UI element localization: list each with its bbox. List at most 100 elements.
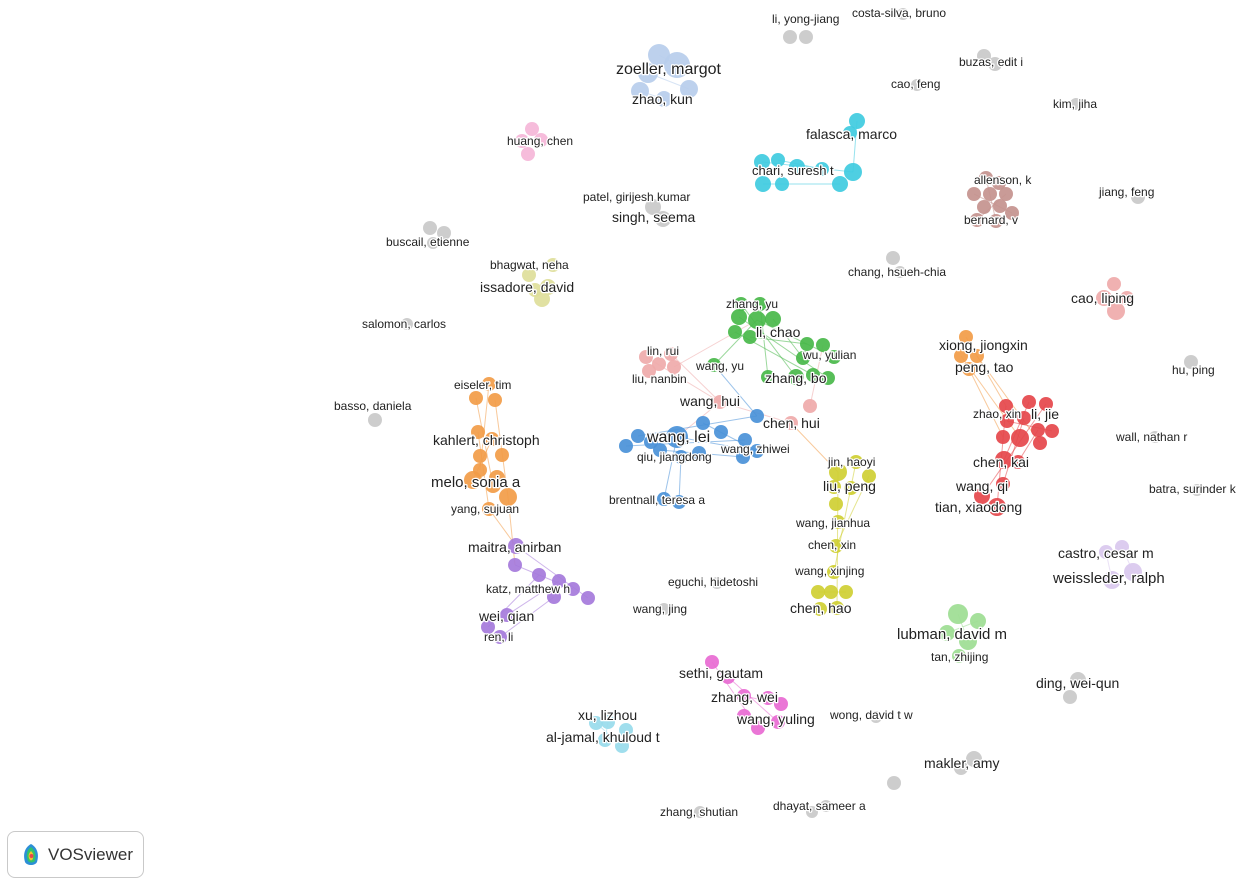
node-label[interactable]: wang, lei (645, 428, 712, 448)
network-node[interactable] (862, 469, 876, 483)
network-node[interactable] (736, 450, 750, 464)
network-node[interactable] (482, 502, 496, 516)
network-node[interactable] (481, 620, 495, 634)
node-label[interactable]: liu, nanbin (631, 371, 688, 388)
node-label[interactable]: jin, haoyi (826, 454, 877, 471)
node-label[interactable]: wang, jing (631, 601, 689, 618)
network-node[interactable] (1070, 98, 1082, 110)
network-node[interactable] (811, 585, 825, 599)
network-node[interactable] (1063, 690, 1077, 704)
network-node[interactable] (499, 488, 517, 506)
node-label[interactable]: tian, xiaodong (934, 498, 1024, 517)
network-node[interactable] (696, 416, 710, 430)
network-node[interactable] (751, 721, 765, 735)
network-node[interactable] (989, 214, 1003, 228)
network-node[interactable] (806, 806, 818, 818)
network-node[interactable] (887, 776, 901, 790)
node-label[interactable]: wei, qian (477, 607, 536, 626)
network-node[interactable] (886, 251, 900, 265)
node-label[interactable]: xiong, jiongxin (938, 336, 1029, 355)
node-label[interactable]: ren, li (483, 629, 515, 646)
network-node[interactable] (977, 49, 991, 63)
node-label[interactable]: jiang, feng (1097, 184, 1156, 201)
network-node[interactable] (755, 176, 771, 192)
network-node[interactable] (401, 318, 413, 330)
node-label[interactable]: wang, qi (954, 477, 1010, 496)
node-label[interactable]: al-jamal, khuloud t (545, 728, 661, 747)
network-node[interactable] (534, 133, 548, 147)
network-node[interactable] (525, 122, 539, 136)
network-node[interactable] (648, 44, 670, 66)
node-label[interactable]: salomon, carlos (361, 316, 448, 333)
network-node[interactable] (721, 670, 735, 684)
node-label[interactable]: brentnall, teresa a (608, 492, 707, 509)
network-node[interactable] (970, 213, 984, 227)
network-node[interactable] (655, 211, 671, 227)
node-label[interactable]: eguchi, hidetoshi (667, 574, 760, 591)
network-node[interactable] (870, 711, 882, 723)
network-node[interactable] (652, 357, 666, 371)
network-node[interactable] (849, 455, 863, 469)
node-label[interactable]: yang, sujuan (450, 501, 521, 518)
network-node[interactable] (1131, 190, 1145, 204)
node-label[interactable]: issadore, david (479, 278, 576, 297)
network-node[interactable] (962, 362, 976, 376)
node-label[interactable]: costa-silva, bruno (851, 5, 948, 22)
node-label[interactable]: makler, amy (923, 754, 1001, 773)
network-node[interactable] (664, 347, 678, 361)
node-label[interactable]: xu, lizhou (577, 706, 639, 725)
network-node[interactable] (954, 349, 968, 363)
network-node[interactable] (996, 430, 1010, 444)
node-label[interactable]: zhao, xin (972, 406, 1023, 423)
node-label[interactable]: wall, nathan r (1114, 429, 1189, 446)
network-node[interactable] (827, 565, 841, 579)
network-node[interactable] (547, 590, 561, 604)
node-label[interactable]: bernard, v (963, 212, 1020, 229)
network-node[interactable] (821, 371, 835, 385)
node-label[interactable]: hu, ping (1171, 362, 1216, 379)
node-label[interactable]: zhang, shutian (659, 804, 740, 821)
node-label[interactable]: falasca, marco (805, 125, 899, 144)
network-node[interactable] (644, 435, 658, 449)
network-node[interactable] (522, 268, 536, 282)
network-node[interactable] (1191, 484, 1203, 496)
network-node[interactable] (948, 604, 968, 624)
network-node[interactable] (831, 515, 845, 529)
network-node[interactable] (824, 585, 838, 599)
node-label[interactable]: wong, david t w (828, 707, 915, 724)
node-label[interactable]: chen, hao (789, 599, 853, 618)
network-node[interactable] (761, 370, 775, 384)
network-node[interactable] (771, 153, 785, 167)
network-node[interactable] (827, 480, 841, 494)
network-node[interactable] (1096, 290, 1112, 306)
network-node[interactable] (540, 279, 556, 295)
network-node[interactable] (566, 582, 580, 596)
network-node[interactable] (1005, 206, 1019, 220)
network-node[interactable] (639, 350, 653, 364)
network-node[interactable] (774, 697, 788, 711)
node-label[interactable]: kahlert, christoph (432, 431, 541, 450)
node-label[interactable]: castro, cesar m (1057, 544, 1155, 563)
network-node[interactable] (1039, 397, 1053, 411)
node-label[interactable]: zhang, bo (764, 369, 828, 388)
network-node[interactable] (653, 443, 667, 457)
network-node[interactable] (664, 52, 690, 78)
node-label[interactable]: qiu, jiangdong (636, 449, 713, 466)
network-node[interactable] (714, 425, 728, 439)
network-node[interactable] (488, 393, 502, 407)
node-label[interactable]: katz, matthew h (485, 581, 572, 598)
node-label[interactable]: chen, xin (807, 537, 858, 554)
network-node[interactable] (999, 187, 1013, 201)
network-node[interactable] (829, 539, 843, 553)
network-node[interactable] (552, 574, 566, 588)
node-label[interactable]: buscail, etienne (385, 234, 471, 251)
network-node[interactable] (829, 463, 847, 481)
network-node[interactable] (1011, 429, 1029, 447)
network-node[interactable] (939, 625, 955, 641)
network-node[interactable] (1033, 436, 1047, 450)
node-label[interactable]: liu, peng (822, 477, 878, 496)
network-node[interactable] (601, 715, 615, 729)
network-node[interactable] (1070, 672, 1086, 688)
network-node[interactable] (508, 558, 522, 572)
node-label[interactable]: zhao, kun (631, 90, 694, 109)
